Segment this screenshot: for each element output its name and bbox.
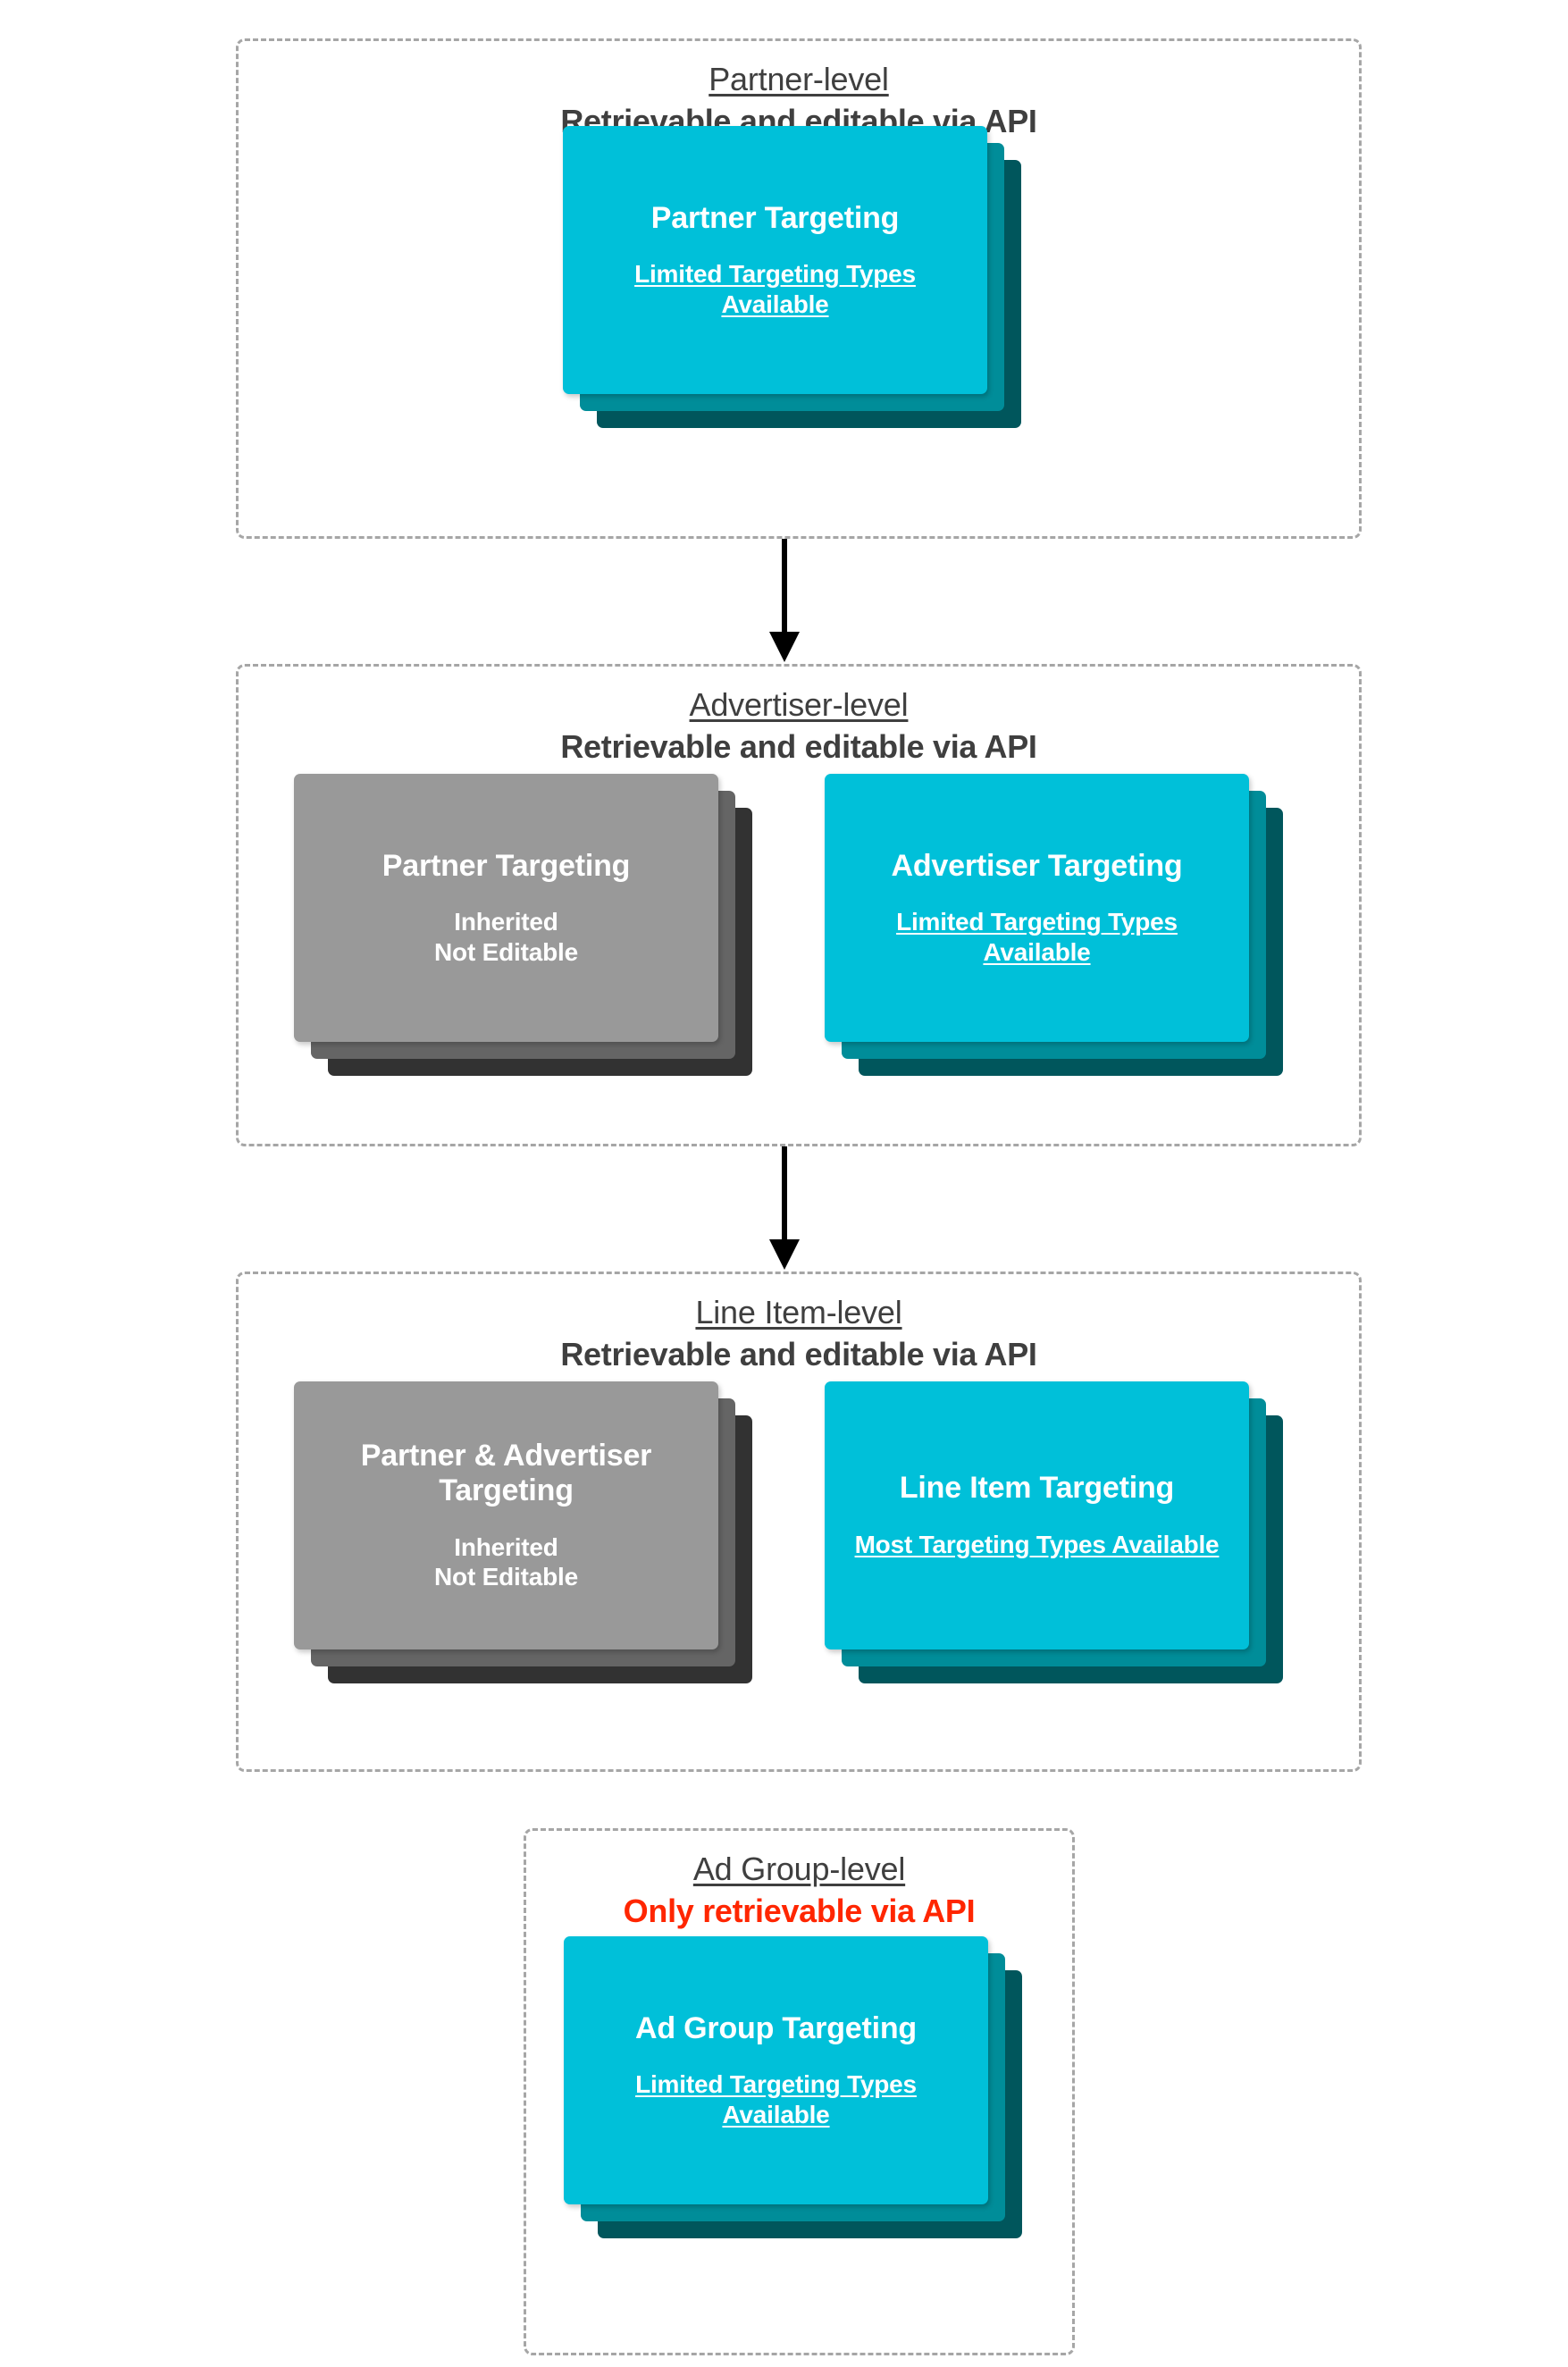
- card-stack-line-item-targeting[interactable]: Line Item Targeting Most Targeting Types…: [825, 1381, 1283, 1683]
- card-title: Advertiser Targeting: [891, 848, 1183, 883]
- level-title-partner: Partner-level: [709, 61, 889, 97]
- arrow-shaft: [782, 539, 787, 635]
- card-stack-ad-group-targeting[interactable]: Ad Group Targeting Limited Targeting Typ…: [564, 1936, 1022, 2238]
- card-title: Line Item Targeting: [899, 1471, 1175, 1506]
- card-subtitle: Limited Targeting Types Available: [896, 908, 1178, 966]
- card-title: Partner Targeting: [382, 848, 631, 883]
- arrow-head: [769, 1239, 800, 1270]
- level-title-ad-group: Ad Group-level: [692, 1851, 906, 1887]
- level-heading-ad-group: Ad Group-level Only retrievable via API: [526, 1851, 1072, 1931]
- card-front-advertiser-targeting[interactable]: Advertiser Targeting Limited Targeting T…: [825, 774, 1249, 1042]
- level-section-line-item: Line Item-level Retrievable and editable…: [236, 1272, 1362, 1772]
- card-front-partner-targeting[interactable]: Partner Targeting Limited Targeting Type…: [563, 126, 987, 394]
- level-title-line-item: Line Item-level: [695, 1294, 902, 1330]
- level-section-advertiser: Advertiser-level Retrievable and editabl…: [236, 664, 1362, 1146]
- level-access-line-item: Retrievable and editable via API: [560, 1336, 1037, 1373]
- arrow-head: [769, 632, 800, 662]
- card-stack-advertiser-targeting[interactable]: Advertiser Targeting Limited Targeting T…: [825, 774, 1283, 1076]
- card-subtitle: Inherited Not Editable: [434, 908, 578, 966]
- level-heading-advertiser: Advertiser-level Retrievable and editabl…: [239, 686, 1359, 767]
- card-title: Ad Group Targeting: [635, 2010, 917, 2045]
- card-title: Partner Targeting: [650, 200, 900, 235]
- flow-arrow-advertiser-to-lineitem: [767, 1146, 802, 1272]
- card-title: Partner & Advertiser Targeting: [360, 1438, 652, 1508]
- flow-arrow-partner-to-advertiser: [767, 539, 802, 664]
- level-access-advertiser: Retrievable and editable via API: [560, 728, 1037, 766]
- card-front-ad-group-targeting[interactable]: Ad Group Targeting Limited Targeting Typ…: [564, 1936, 988, 2204]
- level-title-advertiser: Advertiser-level: [689, 686, 909, 723]
- level-section-ad-group: Ad Group-level Only retrievable via API …: [524, 1828, 1075, 2355]
- card-subtitle: Most Targeting Types Available: [854, 1530, 1220, 1558]
- card-stack-partner-targeting[interactable]: Partner Targeting Limited Targeting Type…: [563, 126, 1021, 428]
- arrow-shaft: [782, 1146, 787, 1243]
- card-stack-advertiser-inherited[interactable]: Partner Targeting Inherited Not Editable: [294, 774, 752, 1076]
- card-front-partner-advertiser-targeting-inherited[interactable]: Partner & Advertiser Targeting Inherited…: [294, 1381, 718, 1649]
- card-subtitle: Limited Targeting Types Available: [634, 260, 916, 318]
- level-access-ad-group: Only retrievable via API: [623, 1893, 976, 1930]
- card-front-line-item-targeting[interactable]: Line Item Targeting Most Targeting Types…: [825, 1381, 1249, 1649]
- card-stack-line-item-inherited[interactable]: Partner & Advertiser Targeting Inherited…: [294, 1381, 752, 1683]
- level-section-partner: Partner-level Retrievable and editable v…: [236, 38, 1362, 539]
- card-subtitle: Inherited Not Editable: [434, 1532, 578, 1591]
- card-front-partner-targeting-inherited[interactable]: Partner Targeting Inherited Not Editable: [294, 774, 718, 1042]
- level-heading-line-item: Line Item-level Retrievable and editable…: [239, 1294, 1359, 1374]
- card-subtitle: Limited Targeting Types Available: [635, 2070, 917, 2128]
